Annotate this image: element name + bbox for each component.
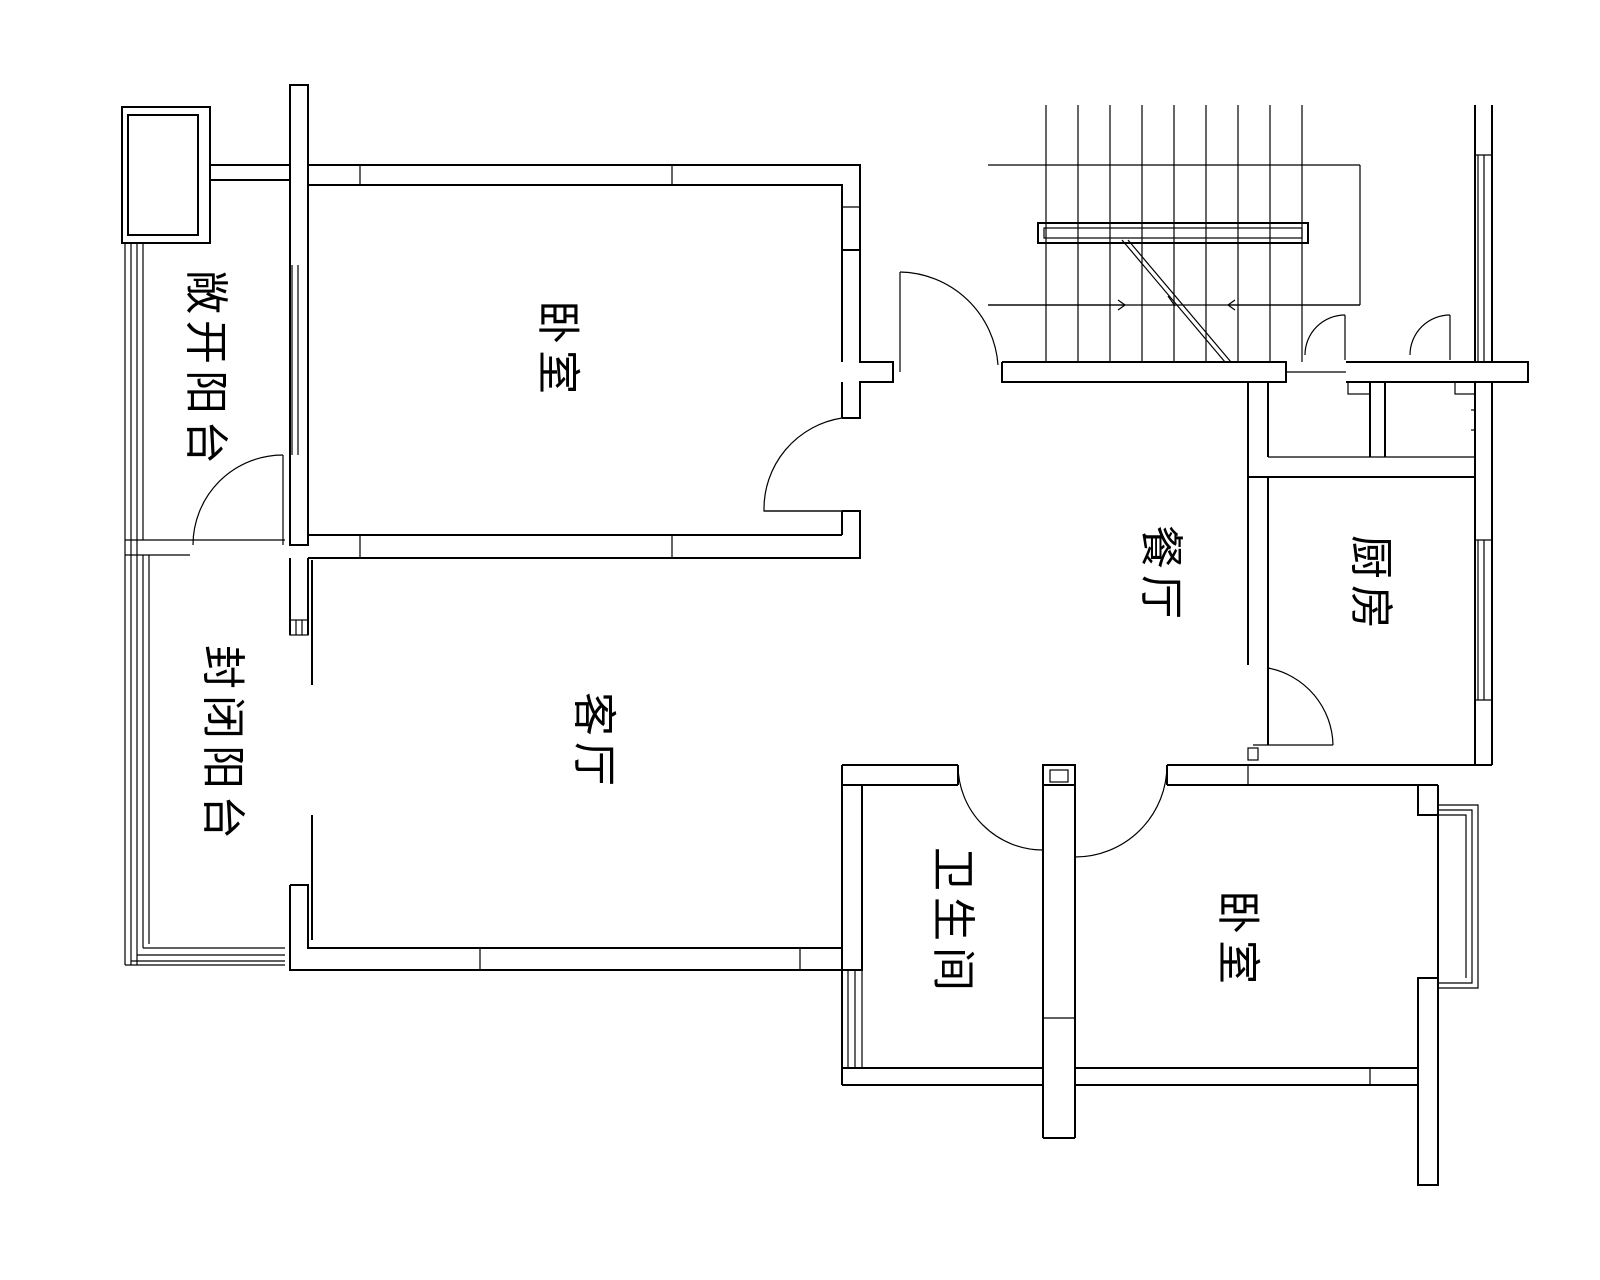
stairs (988, 105, 1361, 363)
stair-landing-wall (1001, 105, 1529, 383)
room-label-open-balcony: 敞开阳台 (180, 270, 231, 470)
living-room-south-wall (289, 765, 863, 1085)
bathroom-walls (842, 764, 1076, 1139)
room-label-living-room: 客厅 (568, 692, 619, 792)
balcony-partition-wall (289, 84, 313, 940)
enclosed-balcony-window (125, 555, 285, 966)
room-label-dining-room: 餐厅 (1135, 525, 1186, 625)
room-label-kitchen: 厨房 (1345, 535, 1396, 635)
room-label-bedroom-top: 卧室 (532, 300, 583, 400)
open-balcony-frame (121, 106, 290, 965)
room-label-bathroom: 卫生间 (927, 847, 978, 997)
room-label-enclosed-balcony: 封闭阳台 (197, 645, 248, 845)
room-label-bedroom-bottom: 卧室 (1212, 890, 1263, 990)
south-corridor-wall (842, 764, 1492, 786)
closets (1247, 381, 1476, 477)
bedroom-bottom-walls (1075, 784, 1479, 1186)
bedroom-top-walls (308, 164, 894, 559)
kitchen-walls (1247, 382, 1493, 765)
door-swings (192, 271, 1451, 858)
